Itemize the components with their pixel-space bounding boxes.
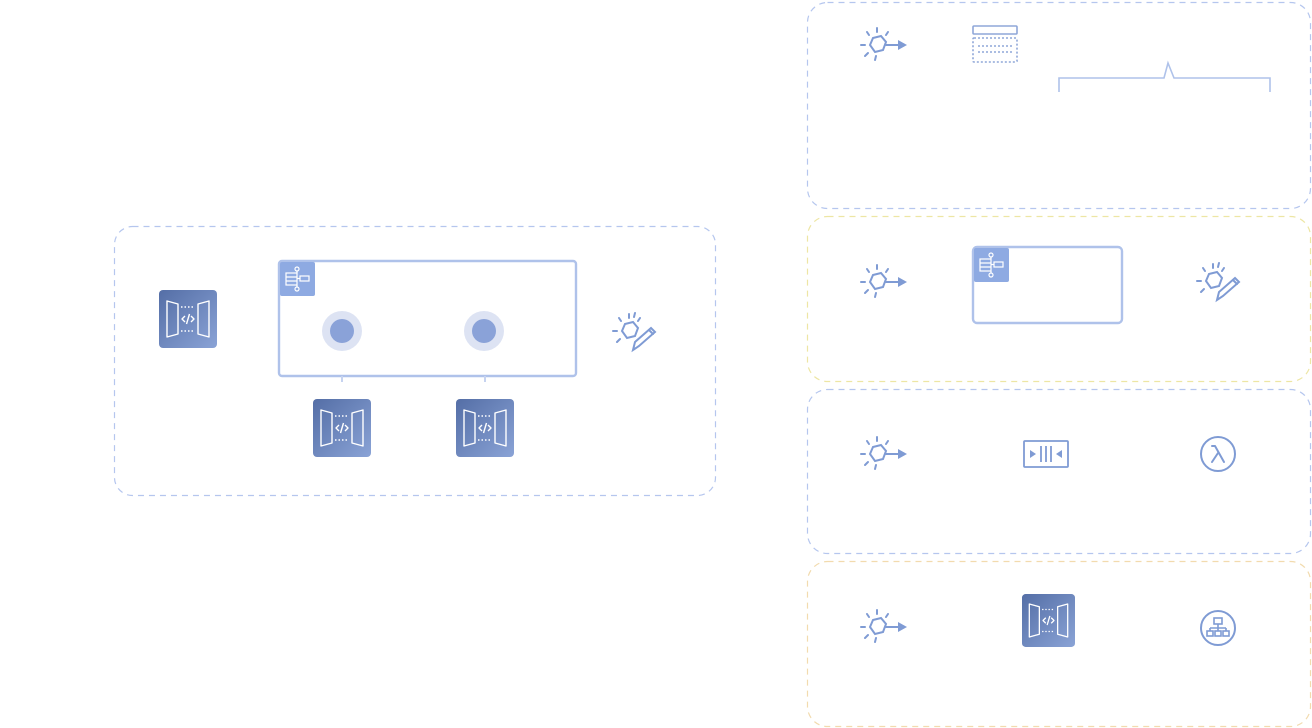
- state-node-icon[interactable]: [322, 311, 362, 351]
- event-source-icon[interactable]: [859, 263, 909, 303]
- connector-line: [341, 376, 343, 382]
- api-gateway-icon[interactable]: [313, 399, 371, 457]
- api-gateway-icon[interactable]: [456, 399, 514, 457]
- event-rule-edit-icon[interactable]: [611, 312, 661, 354]
- step-functions-box: [277, 259, 578, 378]
- stream-icon[interactable]: [1023, 440, 1069, 468]
- step-functions-icon[interactable]: [974, 248, 1009, 282]
- state-node-icon[interactable]: [464, 311, 504, 351]
- event-source-icon[interactable]: [859, 608, 909, 648]
- panel-3-container: [806, 388, 1312, 555]
- step-functions-box: [971, 245, 1124, 325]
- panel-2-container: [806, 215, 1312, 383]
- api-gateway-icon[interactable]: [1022, 594, 1075, 647]
- event-source-icon[interactable]: [859, 26, 909, 66]
- api-gateway-icon[interactable]: [159, 290, 217, 348]
- panel-1-container: [806, 1, 1312, 210]
- event-source-icon[interactable]: [859, 435, 909, 475]
- left-group-container: [113, 225, 717, 497]
- org-tree-icon[interactable]: [1199, 609, 1237, 647]
- lambda-icon[interactable]: [1199, 435, 1237, 473]
- queue-icon[interactable]: [972, 25, 1018, 63]
- step-functions-icon[interactable]: [280, 262, 315, 296]
- group-brace: [1058, 60, 1272, 93]
- event-rule-edit-icon[interactable]: [1195, 262, 1245, 304]
- connector-line: [484, 376, 486, 382]
- panel-4-container: [806, 560, 1312, 728]
